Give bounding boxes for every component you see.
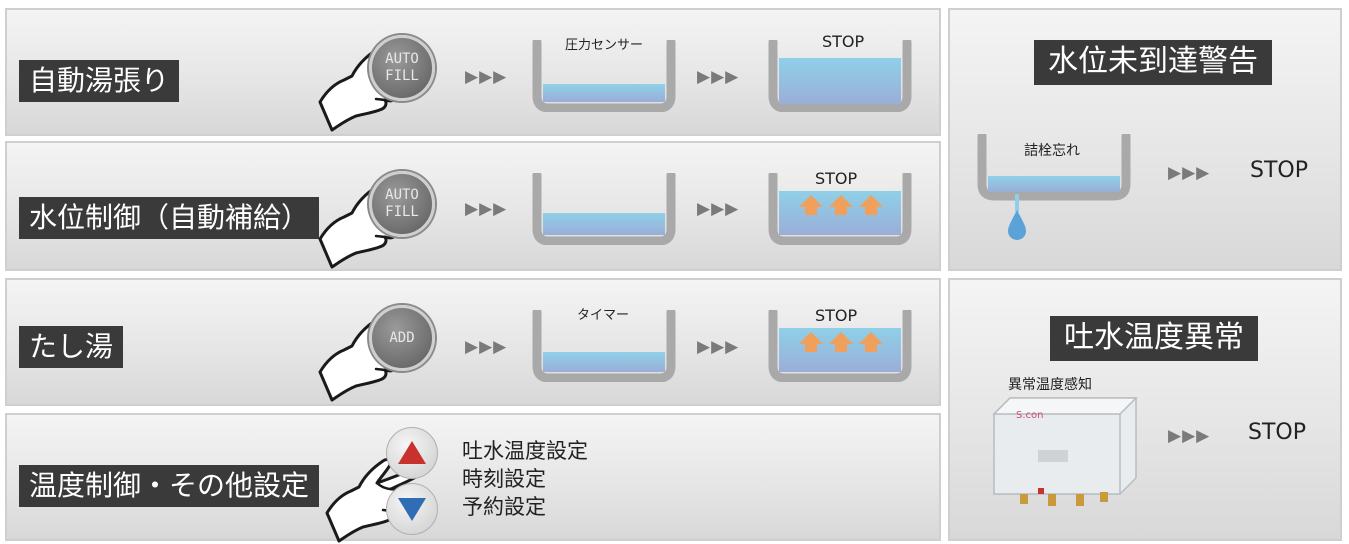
row-label: 自動湯張り <box>19 60 180 103</box>
flow-arrows: ▶▶▶ <box>1168 426 1211 446</box>
bathtub-refill <box>768 173 912 245</box>
auto-fill-button[interactable]: AUTO FILL <box>369 35 435 101</box>
flow-arrows: ▶▶▶ <box>465 199 508 219</box>
stop-text: STOP <box>1250 158 1308 183</box>
option-clock: 時刻設定 <box>462 467 546 491</box>
bathtub-leak <box>977 134 1131 240</box>
stop-text: STOP <box>1248 420 1306 445</box>
stop-text: STOP <box>815 169 858 188</box>
water-drop-icon <box>1008 210 1026 240</box>
stop-text: STOP <box>815 306 858 325</box>
bathtub-full <box>768 40 912 112</box>
down-triangle-icon <box>398 498 426 521</box>
flow-arrows: ▶▶▶ <box>697 199 740 219</box>
stop-text: STOP <box>822 32 865 51</box>
row-add-hot-water: たし湯 ADD ▶▶▶ タイマー ▶▶▶ STOP <box>5 278 941 406</box>
panel-title: 水位未到達警告 <box>1034 40 1272 85</box>
flow-arrows: ▶▶▶ <box>697 337 740 357</box>
panel-level-warning: 水位未到達警告 詰栓忘れ ▶▶▶ STOP <box>948 8 1342 271</box>
bathtub-add <box>768 310 912 382</box>
stopper-forgotten-text: 詰栓忘れ <box>1024 143 1080 159</box>
row-level-control: 水位制御（自動補給） AUTO FILL ▶▶▶ ▶▶▶ STOP <box>5 141 941 271</box>
control-unit-device <box>992 397 1138 506</box>
flow-arrows: ▶▶▶ <box>465 67 508 87</box>
up-arrow-icon <box>799 195 883 215</box>
add-button[interactable]: ADD <box>369 305 435 371</box>
flow-arrows: ▶▶▶ <box>465 337 508 357</box>
panel-title: 吐水温度異常 <box>1050 316 1258 361</box>
option-temperature: 吐水温度設定 <box>462 439 588 463</box>
flow-arrows: ▶▶▶ <box>697 67 740 87</box>
row-label: たし湯 <box>19 326 124 369</box>
up-arrow-icon <box>799 332 883 352</box>
up-button[interactable] <box>386 427 438 479</box>
pressure-sensor-text: 圧力センサー <box>565 38 644 53</box>
up-triangle-icon <box>398 441 426 464</box>
down-button[interactable] <box>386 483 438 535</box>
flow-arrows: ▶▶▶ <box>1168 163 1211 183</box>
auto-fill-button[interactable]: AUTO FILL <box>369 171 435 237</box>
bathtub-low <box>532 173 676 245</box>
bathtub-pressure <box>532 40 676 112</box>
timer-text: タイマー <box>577 308 630 323</box>
row-temperature-control: 温度制御・その他設定 吐水温度設定 時刻設定 予約設定 <box>5 413 941 541</box>
option-reservation: 予約設定 <box>462 495 546 519</box>
row-label: 水位制御（自動補給） <box>19 197 320 240</box>
row-auto-fill: 自動湯張り AUTO FILL ▶▶▶ 圧力センサー ▶▶▶ STOP <box>5 8 941 136</box>
abnormal-temp-text: 異常温度感知 <box>1008 377 1092 393</box>
device-brand: S.con <box>1016 410 1044 421</box>
bathtub-timer <box>532 310 676 382</box>
panel-temp-abnormal: 吐水温度異常 異常温度感知 S.con ▶▶▶ STOP <box>948 278 1342 541</box>
row-label: 温度制御・その他設定 <box>19 465 320 508</box>
